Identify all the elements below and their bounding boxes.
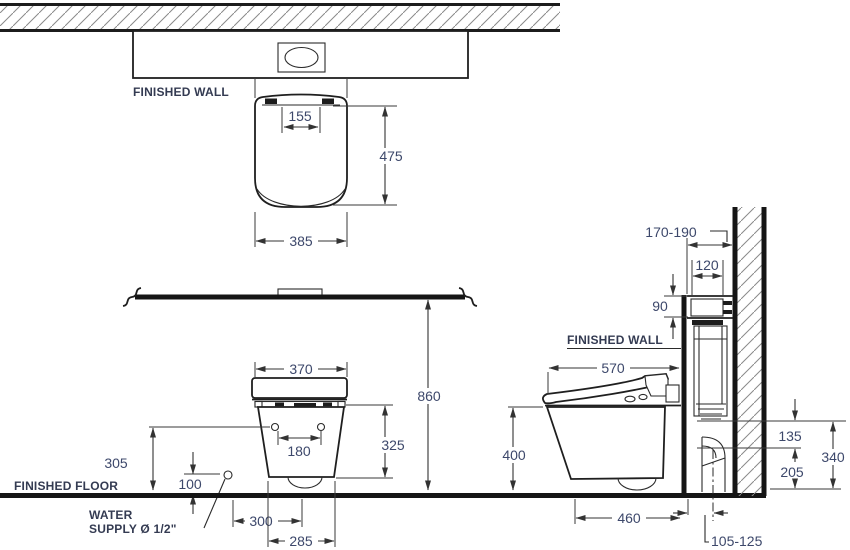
front-toilet-outline (251, 377, 348, 489)
svg-text:475: 475 (379, 148, 403, 164)
concealed-cistern (693, 325, 728, 521)
svg-text:460: 460 (617, 510, 641, 526)
svg-text:155: 155 (288, 108, 312, 124)
side-toilet-outline (542, 373, 681, 491)
water-supply-label: WATER (89, 508, 133, 522)
flush-button-icon (284, 46, 319, 69)
bolt-hole-left (270, 422, 280, 432)
dim-bolt-height: 305 (104, 426, 270, 491)
svg-text:105-125: 105-125 (711, 533, 763, 549)
water-supply-point: WATER SUPPLY Ø 1/2" (89, 470, 233, 536)
dim-plate-width: 120 (691, 257, 724, 297)
svg-text:FINISHED WALL: FINISHED WALL (567, 333, 663, 347)
svg-text:205: 205 (780, 464, 804, 480)
plan-rough-wall (0, 3, 560, 32)
svg-text:285: 285 (289, 533, 313, 549)
dim-bolt-spacing: 180 (277, 431, 322, 459)
dim-flush-panel-height: 860 (411, 299, 446, 491)
svg-text:570: 570 (601, 360, 625, 376)
svg-text:120: 120 (695, 257, 719, 273)
front-wall-line (122, 287, 478, 307)
side-finished-wall-label: FINISHED WALL (567, 333, 681, 350)
svg-text:90: 90 (652, 298, 668, 314)
dim-supply-height: 100 (173, 452, 220, 514)
front-view: 860 370 (0, 287, 766, 549)
svg-text:305: 305 (104, 455, 128, 471)
svg-text:400: 400 (502, 447, 526, 463)
svg-text:180: 180 (287, 443, 311, 459)
dim-base-depth: 460 (574, 499, 681, 526)
plan-flush-plate (277, 42, 326, 73)
dim-depth-from-wall: 570 (547, 360, 680, 394)
finished-floor-label: FINISHED FLOOR (14, 479, 118, 493)
svg-text:370: 370 (289, 361, 313, 377)
dim-plan-width: 385 (254, 212, 348, 249)
dim-seat-width: 370 (254, 361, 348, 377)
side-view: 570 FINISHED WALL 400 170-190 120 (497, 207, 850, 549)
svg-text:385: 385 (289, 233, 313, 249)
dim-inlet-to-outlet: 135 (778, 399, 802, 462)
svg-text:325: 325 (381, 437, 405, 453)
svg-text:300: 300 (249, 513, 273, 529)
svg-text:170-190: 170-190 (645, 224, 697, 240)
dim-hinge-width: 155 (281, 107, 321, 133)
bolt-hole-right (316, 422, 326, 432)
plan-toilet-outline (254, 93, 348, 208)
plan-finished-wall-label: FINISHED WALL (133, 85, 229, 99)
side-flush-plate (690, 298, 732, 325)
side-rough-wall (732, 207, 767, 496)
svg-text:100: 100 (178, 476, 202, 492)
svg-text:135: 135 (778, 428, 802, 444)
dim-outlet-offset: 105-125 (673, 499, 763, 549)
plan-view: FINISHED WALL 155 475 (0, 3, 560, 249)
svg-text:860: 860 (417, 388, 441, 404)
dim-bowl-height: 325 (336, 404, 410, 479)
dim-rim-height: 400 (497, 406, 543, 491)
dim-supply-offset: 300 (232, 499, 303, 529)
dim-rough-in-depth: 170-190 (645, 224, 733, 294)
svg-text:340: 340 (821, 449, 845, 465)
dim-outlet-height: 205 (780, 464, 804, 489)
dim-inlet-height: 340 (816, 421, 850, 489)
dim-plan-depth: 475 (333, 105, 408, 206)
svg-text:SUPPLY Ø 1/2": SUPPLY Ø 1/2" (89, 522, 177, 536)
dim-plate-height: 90 (652, 274, 688, 339)
dim-base-width: 285 (267, 481, 336, 549)
